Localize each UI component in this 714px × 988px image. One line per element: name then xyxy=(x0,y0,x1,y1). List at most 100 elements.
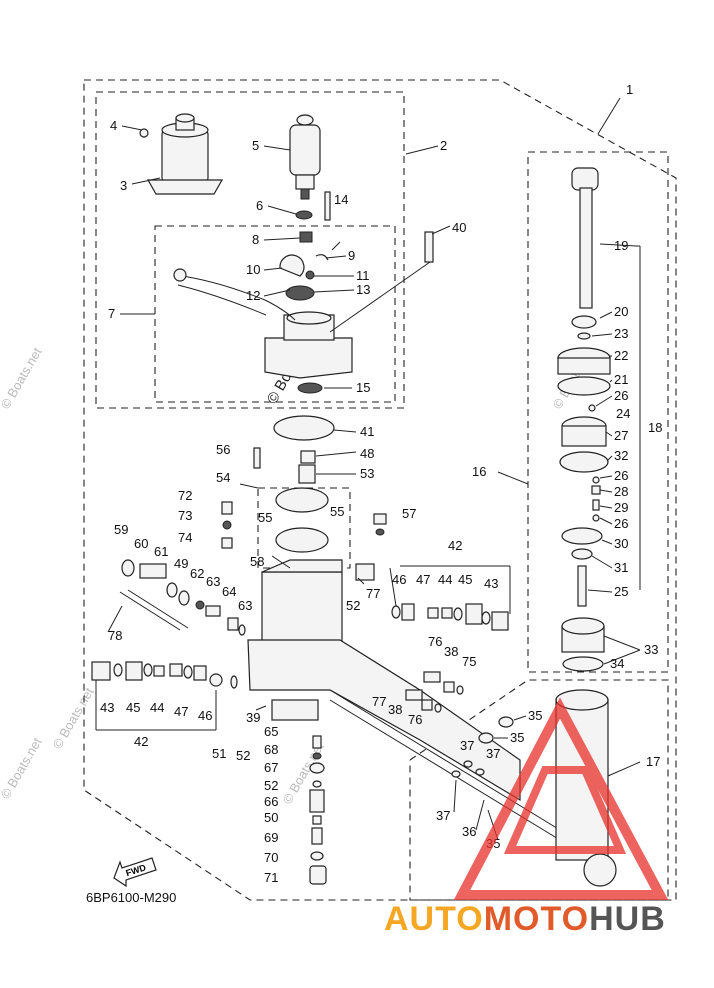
callout: 42 xyxy=(448,538,462,553)
oring-32 xyxy=(559,451,609,473)
callout: 36 xyxy=(462,824,476,839)
callout: 9 xyxy=(348,248,355,263)
callout: 74 xyxy=(178,530,192,545)
callout: 30 xyxy=(614,536,628,551)
callout: 27 xyxy=(614,428,628,443)
callout: 37 xyxy=(436,808,450,823)
piston-rod-19 xyxy=(571,167,599,309)
watermark: © Boats.net xyxy=(50,685,97,752)
armature xyxy=(289,114,321,200)
spring-9 xyxy=(315,254,329,261)
callout: 28 xyxy=(614,484,628,499)
callout: 77 xyxy=(372,694,386,709)
oring-37a xyxy=(463,760,473,768)
part-11 xyxy=(305,270,315,280)
callout: 53 xyxy=(360,466,374,481)
callout: 10 xyxy=(246,262,260,277)
oring-37c xyxy=(451,770,461,778)
ball-74 xyxy=(222,520,232,530)
plug-72 xyxy=(309,865,327,885)
callout: 22 xyxy=(614,348,628,363)
callout: 48 xyxy=(360,446,374,461)
pin-70 xyxy=(311,827,323,845)
spring-28 xyxy=(591,485,601,495)
callout: 52 xyxy=(236,748,250,763)
callout: 47 xyxy=(174,704,188,719)
callout: 51 xyxy=(212,746,226,761)
spring-73 xyxy=(221,501,233,515)
callout: 7 xyxy=(108,306,115,321)
callout: 4 xyxy=(110,118,117,133)
callout: 34 xyxy=(610,656,624,671)
callout: 59 xyxy=(114,522,128,537)
valve-row-right xyxy=(391,603,509,631)
callout: 1 xyxy=(626,82,633,97)
callout: 78 xyxy=(108,628,122,643)
bolt-56 xyxy=(253,447,261,469)
callout: 43 xyxy=(484,576,498,591)
manifold-body xyxy=(247,639,521,802)
callout: 43 xyxy=(100,700,114,715)
callout: 29 xyxy=(614,500,628,515)
callout: 72 xyxy=(178,488,192,503)
washer-31 xyxy=(571,548,593,560)
callout: 20 xyxy=(614,304,628,319)
callout: 76 xyxy=(408,712,422,727)
callout: 54 xyxy=(216,470,230,485)
watermark: © Boats.net xyxy=(0,345,45,412)
callout: 66 xyxy=(264,794,278,809)
callout: 70 xyxy=(264,850,278,865)
oring-35b xyxy=(478,732,494,744)
callout: 31 xyxy=(614,560,628,575)
callout: 26 xyxy=(614,388,628,403)
callout: 45 xyxy=(458,572,472,587)
oring-52c xyxy=(312,780,322,788)
pump-plate-upper xyxy=(275,487,329,513)
oring-58 xyxy=(375,528,385,536)
callout: 23 xyxy=(614,326,628,341)
callout: 37 xyxy=(460,738,474,753)
pump-plate-lower xyxy=(275,527,329,553)
callout: 39 xyxy=(246,710,260,725)
callout: 21 xyxy=(614,372,628,387)
callout: 44 xyxy=(438,572,452,587)
relief-38b xyxy=(421,699,433,711)
rod-79 xyxy=(119,591,181,631)
callout: 50 xyxy=(264,810,278,825)
callout: 77 xyxy=(366,586,380,601)
callout: 49 xyxy=(174,556,188,571)
seat-75 xyxy=(221,537,233,549)
gasket-41 xyxy=(273,415,335,441)
callout-labels: 1 2 3 4 5 6 7 8 9 10 11 12 13 14 15 16 1… xyxy=(100,82,662,885)
callout: 62 xyxy=(190,566,204,581)
brand-part1: AUTO xyxy=(384,900,484,938)
callout: 67 xyxy=(264,760,278,775)
pin-29 xyxy=(592,499,600,511)
callout: 46 xyxy=(392,572,406,587)
callout: 24 xyxy=(616,406,630,421)
callout: 35 xyxy=(510,730,524,745)
callout: 55 xyxy=(258,510,272,525)
oring-62 xyxy=(166,582,178,598)
reservoir-body xyxy=(173,268,353,379)
callout: 56 xyxy=(216,442,230,457)
relief-38a xyxy=(443,681,455,693)
callout: 46 xyxy=(198,708,212,723)
oring-68 xyxy=(309,762,325,774)
brand-logo-triangle xyxy=(453,697,669,900)
oring-37b xyxy=(475,768,485,776)
oring-69 xyxy=(312,752,322,760)
callout: 37 xyxy=(486,746,500,761)
callout: 15 xyxy=(356,380,370,395)
bolt-40 xyxy=(424,231,434,263)
screw-66 xyxy=(312,735,322,749)
cylinder-group-box xyxy=(527,151,669,673)
callout: 38 xyxy=(388,702,402,717)
callout: 18 xyxy=(648,420,662,435)
ball-26b xyxy=(592,476,600,484)
callout: 64 xyxy=(222,584,236,599)
valve-block-top xyxy=(261,559,343,573)
washer-6 xyxy=(295,210,313,220)
piston-30 xyxy=(561,527,603,545)
